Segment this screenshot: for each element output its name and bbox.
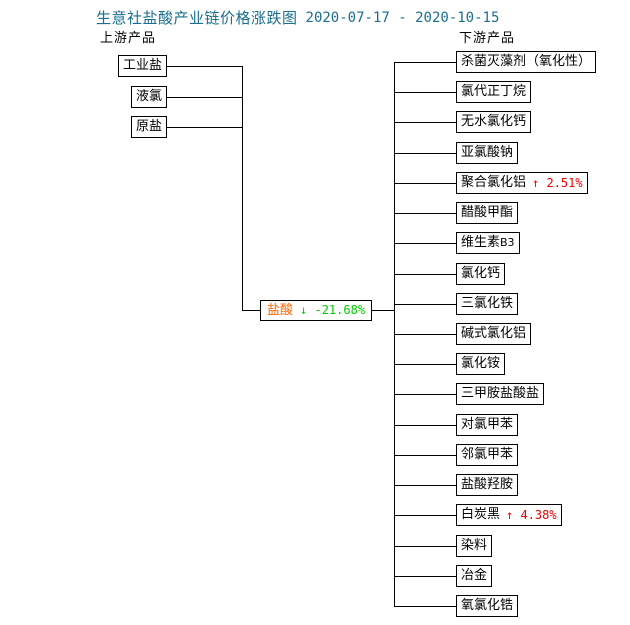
connector-horizontal	[394, 546, 456, 547]
connector-vertical	[394, 62, 395, 606]
downstream-node[interactable]: 亚氯酸钠	[456, 142, 519, 164]
upstream-column-caption: 上游产品	[100, 31, 157, 46]
downstream-node-sublabel: B3	[500, 236, 515, 249]
page-title: 生意社盐酸产业链价格涨跌图	[96, 9, 298, 27]
center-node-change: ↓ -21.68%	[300, 303, 366, 317]
downstream-node-label: 聚合氯化铝	[461, 175, 527, 190]
downstream-node[interactable]: 三氯化铁	[456, 293, 519, 315]
connector-horizontal	[371, 310, 394, 311]
downstream-node-label: 对氯甲苯	[461, 417, 514, 432]
connector-horizontal	[394, 515, 456, 516]
downstream-node-label: 染料	[461, 538, 488, 553]
downstream-node-label: 邻氯甲苯	[461, 447, 514, 462]
connector-horizontal	[394, 92, 456, 93]
downstream-node[interactable]: 氯代正丁烷	[456, 81, 532, 103]
upstream-node-label: 原盐	[135, 119, 162, 134]
downstream-node[interactable]: 氯化铵	[456, 353, 506, 375]
connector-horizontal	[394, 183, 456, 184]
connector-horizontal	[394, 485, 456, 486]
connector-horizontal	[167, 127, 242, 128]
connector-horizontal	[394, 364, 456, 365]
connector-horizontal	[242, 310, 260, 311]
upstream-node[interactable]: 原盐	[130, 116, 167, 138]
downstream-node[interactable]: 白炭黑 ↑ 4.38%	[456, 504, 562, 526]
downstream-node-label: 杀菌灭藻剂（氧化性）	[461, 54, 592, 69]
connector-horizontal	[394, 213, 456, 214]
downstream-column-caption: 下游产品	[459, 31, 516, 46]
downstream-node-label: 无水氯化钙	[461, 114, 527, 129]
connector-horizontal	[394, 122, 456, 123]
connector-horizontal	[394, 62, 456, 63]
downstream-node[interactable]: 冶金	[456, 565, 493, 587]
downstream-node[interactable]: 染料	[456, 535, 493, 557]
connector-horizontal	[394, 304, 456, 305]
upstream-node[interactable]: 液氯	[130, 86, 167, 108]
center-node-label: 盐酸	[267, 303, 294, 318]
downstream-node-label: 维生素	[461, 235, 501, 250]
downstream-node-label: 醋酸甲酯	[461, 205, 514, 220]
upstream-node-label: 液氯	[135, 89, 162, 104]
downstream-node[interactable]: 维生素B3	[456, 232, 520, 254]
downstream-node[interactable]: 邻氯甲苯	[456, 444, 519, 466]
downstream-node-label: 盐酸羟胺	[461, 477, 514, 492]
downstream-node[interactable]: 对氯甲苯	[456, 414, 519, 436]
connector-horizontal	[394, 606, 456, 607]
downstream-node[interactable]: 聚合氯化铝 ↑ 2.51%	[456, 172, 588, 194]
date-range: 2020-07-17 - 2020-10-15	[305, 9, 500, 26]
downstream-node-label: 亚氯酸钠	[461, 145, 514, 160]
downstream-node[interactable]: 三甲胺盐酸盐	[456, 383, 545, 405]
downstream-node-label: 碱式氯化铝	[461, 326, 527, 341]
connector-horizontal	[394, 274, 456, 275]
connector-horizontal	[394, 243, 456, 244]
downstream-node-label: 三甲胺盐酸盐	[461, 386, 540, 401]
connector-horizontal	[394, 334, 456, 335]
downstream-node-label: 氧氯化锆	[461, 598, 514, 613]
upstream-node-label: 工业盐	[122, 58, 162, 73]
connector-horizontal	[167, 66, 242, 67]
downstream-node-change: ↑ 4.38%	[506, 508, 557, 522]
connector-horizontal	[394, 425, 456, 426]
downstream-node[interactable]: 无水氯化钙	[456, 111, 532, 133]
downstream-node-label: 氯代正丁烷	[461, 84, 527, 99]
downstream-node-label: 白炭黑	[461, 507, 501, 522]
downstream-node-label: 冶金	[461, 568, 488, 583]
downstream-node[interactable]: 碱式氯化铝	[456, 323, 532, 345]
connector-horizontal	[167, 97, 242, 98]
downstream-node[interactable]: 杀菌灭藻剂（氧化性）	[456, 51, 597, 73]
downstream-node-change: ↑ 2.51%	[532, 176, 583, 190]
upstream-node[interactable]: 工业盐	[117, 55, 167, 77]
chart-header: 生意社盐酸产业链价格涨跌图 2020-07-17 - 2020-10-15	[96, 7, 499, 28]
connector-vertical	[242, 66, 243, 310]
downstream-node[interactable]: 氧氯化锆	[456, 595, 519, 617]
downstream-node[interactable]: 醋酸甲酯	[456, 202, 519, 224]
center-node-hydrochloric-acid[interactable]: 盐酸 ↓ -21.68%	[260, 300, 373, 321]
downstream-node[interactable]: 盐酸羟胺	[456, 474, 519, 496]
downstream-node[interactable]: 氯化钙	[456, 263, 506, 285]
connector-horizontal	[394, 576, 456, 577]
connector-horizontal	[394, 455, 456, 456]
downstream-node-label: 氯化铵	[461, 356, 501, 371]
downstream-node-label: 氯化钙	[461, 266, 501, 281]
downstream-node-label: 三氯化铁	[461, 296, 514, 311]
connector-horizontal	[394, 394, 456, 395]
connector-horizontal	[394, 153, 456, 154]
